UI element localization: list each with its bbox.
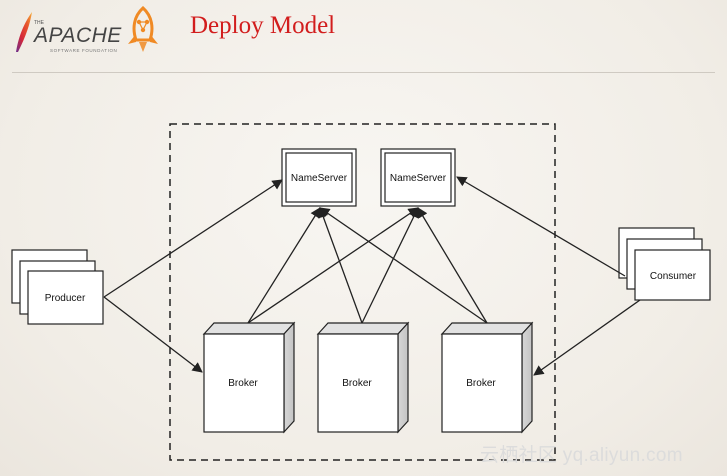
- broker-label: Broker: [466, 378, 496, 389]
- consumer-to-nameserver-arrow: [456, 176, 626, 277]
- producer-to-nameserver-arrow: [103, 179, 283, 298]
- broker-to-nameserver-arrow: [318, 207, 363, 324]
- apache-feather-icon: [16, 12, 32, 52]
- consumer-label: Consumer: [650, 271, 697, 282]
- broker-node: Broker: [440, 321, 534, 434]
- producer-label: Producer: [45, 293, 86, 304]
- apache-logo: THE APACHE SOFTWARE FOUNDATION: [12, 10, 122, 54]
- consumer-node: Consumer: [618, 227, 711, 301]
- producer-to-broker-arrow: [103, 296, 203, 373]
- apache-subtitle: SOFTWARE FOUNDATION: [50, 48, 118, 53]
- header: THE APACHE SOFTWARE FOUNDATION Deploy Mo…: [0, 0, 727, 72]
- broker-to-nameserver-arrow: [247, 207, 321, 324]
- apache-small-text: THE: [34, 20, 44, 26]
- nameserver-label: NameServer: [390, 173, 447, 184]
- watermark-text: 云栖社区 yq.aliyun.com: [480, 445, 683, 466]
- broker-label: Broker: [228, 378, 258, 389]
- nameserver-node: NameServer: [380, 148, 456, 207]
- apache-wordmark: APACHE: [34, 24, 122, 47]
- broker-node: Broker: [202, 321, 296, 434]
- broker-to-nameserver-arrow: [361, 207, 419, 324]
- broker-label: Broker: [342, 378, 372, 389]
- producer-node: Producer: [11, 249, 104, 325]
- nameserver-label: NameServer: [291, 173, 348, 184]
- broker-to-nameserver-arrow: [319, 207, 488, 324]
- page-title: Deploy Model: [190, 12, 336, 39]
- broker-to-nameserver-arrow: [247, 207, 419, 324]
- nameserver-node: NameServer: [281, 148, 357, 207]
- broker-node: Broker: [316, 321, 410, 434]
- rocketmq-logo-icon: [128, 6, 158, 52]
- broker-to-nameserver-arrow: [417, 207, 488, 324]
- consumer-to-broker-arrow: [533, 299, 641, 376]
- cluster-boundary: [169, 123, 556, 461]
- header-divider: [12, 72, 715, 73]
